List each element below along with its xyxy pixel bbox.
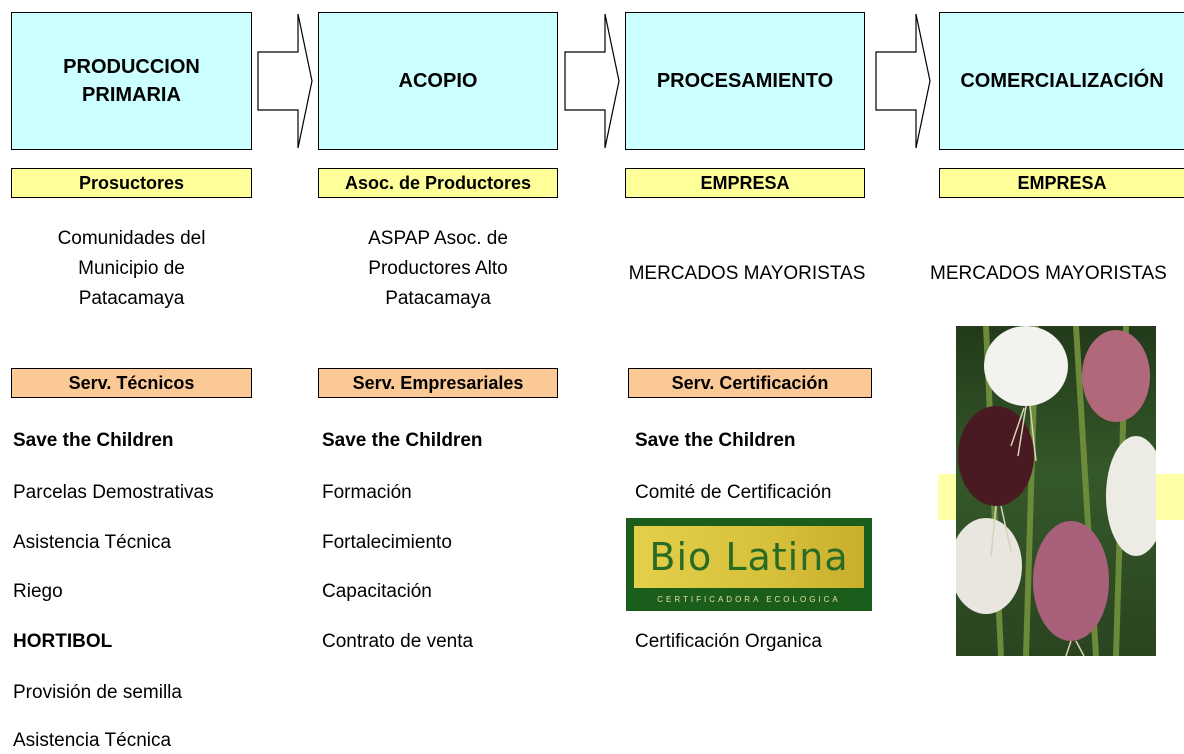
flow-arrow-2 xyxy=(564,13,620,149)
organization-4: MERCADOS MAYORISTAS xyxy=(930,263,1167,284)
service-header-certificacion: Serv. Certificación xyxy=(628,368,872,398)
col3-item: Save the Children xyxy=(635,430,796,451)
organization-3: MERCADOS MAYORISTAS xyxy=(628,263,866,284)
biolatina-logo: Bio Latina CERTIFICADORA ECOLOGICA xyxy=(626,518,872,611)
col1-item: Asistencia Técnica xyxy=(13,730,172,751)
logo-tagline: CERTIFICADORA ECOLOGICA xyxy=(657,595,841,604)
col1-item: Asistencia Técnica xyxy=(13,532,172,553)
col3-item: Certificación Organica xyxy=(635,631,822,652)
col2-item: Formación xyxy=(322,482,412,503)
col1-item: Provisión de semilla xyxy=(13,682,182,703)
actor-header-4: EMPRESA xyxy=(939,168,1184,198)
organization-2: ASPAP Asoc. de Productores Alto Patacama… xyxy=(368,228,508,309)
actor-header-2: Asoc. de Productores xyxy=(318,168,558,198)
organization-1: Comunidades del Municipio de Patacamaya xyxy=(57,228,206,309)
col1-item: Parcelas Demostrativas xyxy=(13,482,214,503)
col3-item: Comité de Certificación xyxy=(635,482,832,503)
service-header-tecnicos: Serv. Técnicos xyxy=(11,368,252,398)
stage-comercializacion: COMERCIALIZACIÓN xyxy=(939,12,1184,150)
col2-item: Save the Children xyxy=(322,430,483,451)
col1-item: Save the Children xyxy=(13,430,174,451)
col1-item: Riego xyxy=(13,581,63,602)
service-header-empresariales: Serv. Empresariales xyxy=(318,368,558,398)
stage-acopio: ACOPIO xyxy=(318,12,558,150)
flow-arrow-3 xyxy=(875,13,931,149)
actor-header-3: EMPRESA xyxy=(625,168,865,198)
col2-item: Contrato de venta xyxy=(322,631,474,652)
flow-arrow-1 xyxy=(257,13,313,149)
stage-produccion-primaria: PRODUCCION PRIMARIA xyxy=(11,12,252,150)
stage-procesamiento: PROCESAMIENTO xyxy=(625,12,865,150)
col2-item: Capacitación xyxy=(322,581,432,602)
onion-photo xyxy=(956,326,1156,656)
logo-wordmark: Bio Latina xyxy=(634,526,864,588)
actor-header-1: Prosuctores xyxy=(11,168,252,198)
col2-item: Fortalecimiento xyxy=(322,532,452,553)
col1-item: HORTIBOL xyxy=(13,631,113,652)
